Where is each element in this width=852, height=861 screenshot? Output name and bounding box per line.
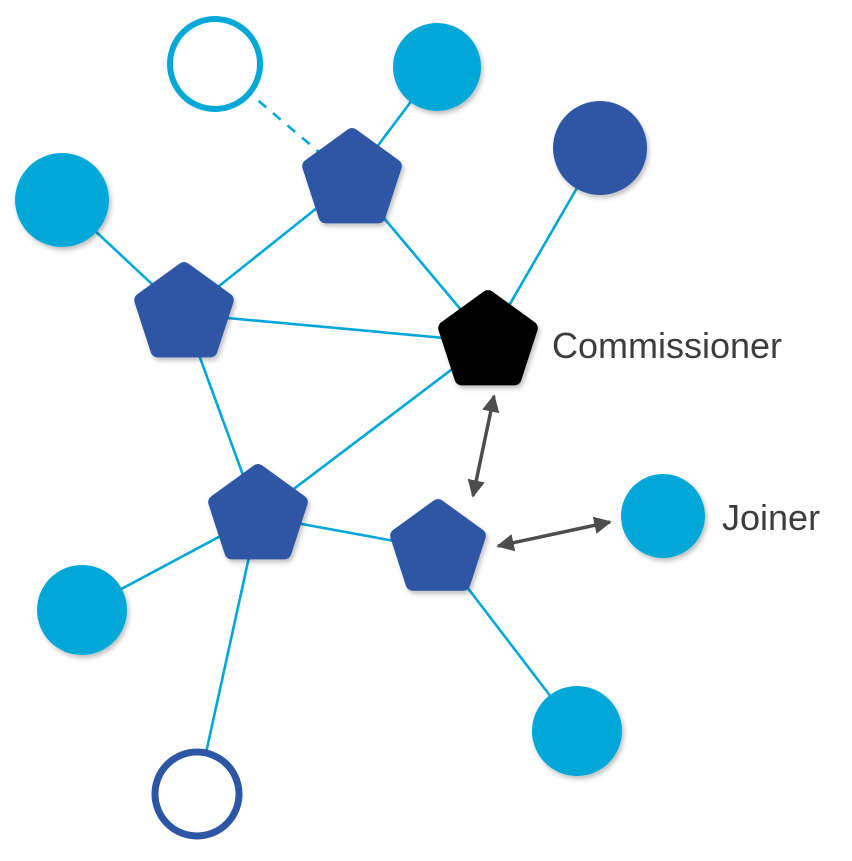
router-bottom-right-node <box>390 499 486 591</box>
commissioner-router-session-arrow <box>467 394 500 498</box>
new-device-bottom-node <box>151 748 243 840</box>
router-bottom-left-node <box>208 464 308 560</box>
end-device-left-node <box>15 153 109 247</box>
end-device-top-right-node <box>553 101 647 195</box>
end-device-top-node <box>393 23 481 111</box>
mesh-nodes <box>15 16 705 840</box>
link-commissioner--router-bottom-left <box>257 340 489 518</box>
commissioning-session-arrows <box>467 394 612 552</box>
link-router-left--commissioner <box>183 312 489 344</box>
joiner-label: Joiner <box>722 497 820 538</box>
commissioner-label: Commissioner <box>552 325 782 366</box>
router-left-node <box>134 262 234 358</box>
end-device-bottom-right-node <box>532 686 622 776</box>
new-device-top-node <box>167 16 263 112</box>
router-joiner-session-arrow <box>496 516 612 552</box>
joiner-node <box>621 474 705 558</box>
router-top-node <box>302 128 402 224</box>
link-router-bottom-left--new-device-bottom <box>195 515 260 795</box>
end-device-bottom-left-node <box>37 565 127 655</box>
commissioner-node <box>438 290 538 386</box>
